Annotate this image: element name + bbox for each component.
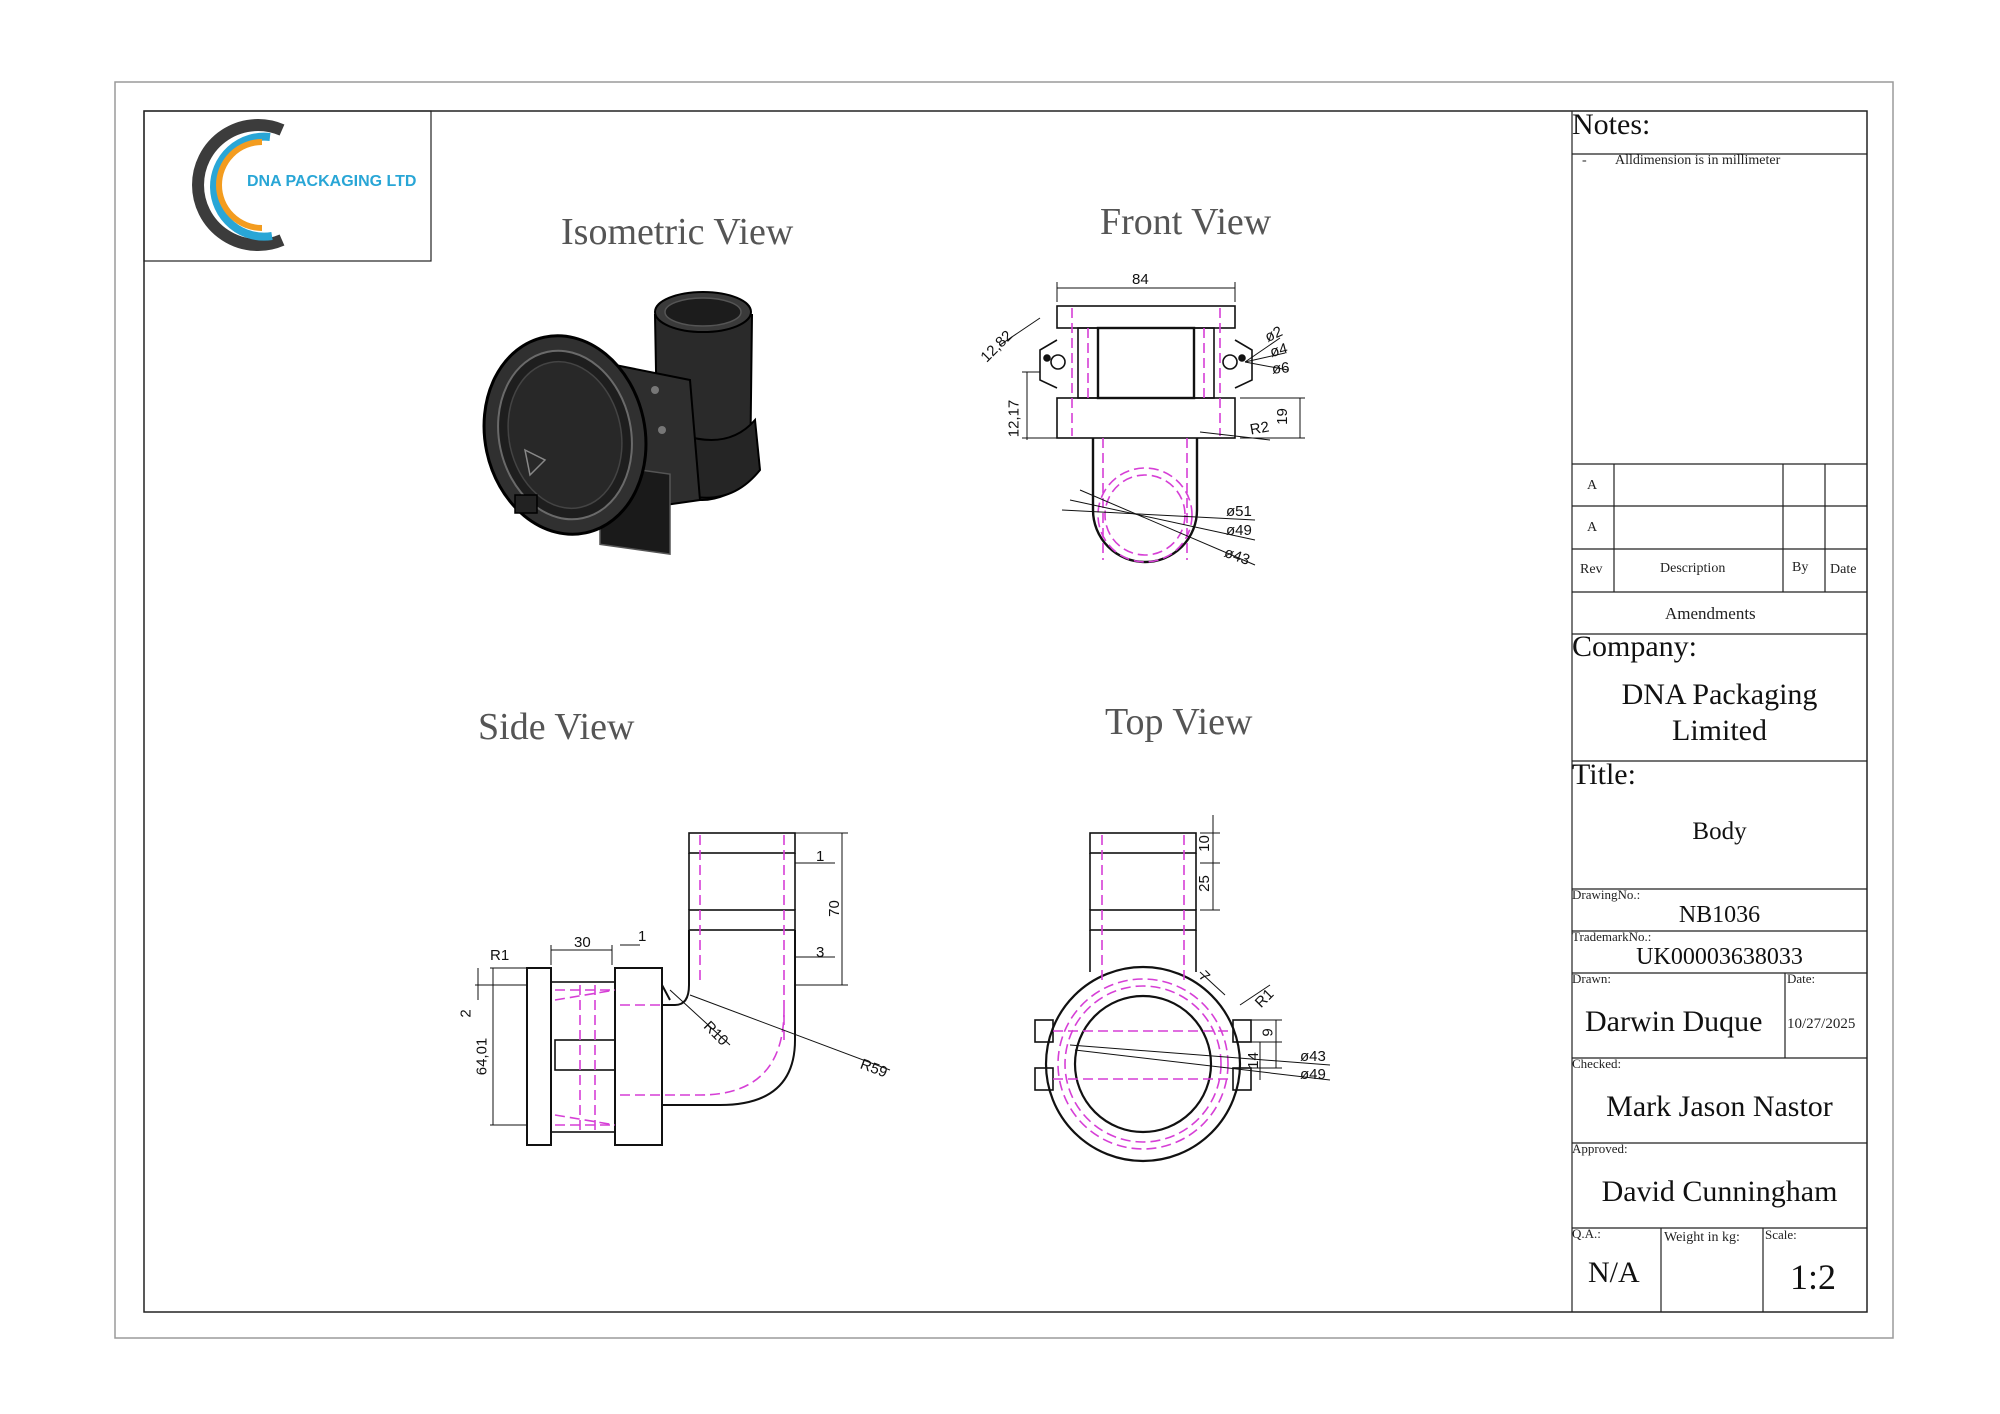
approved-label: Approved: <box>1572 1141 1628 1156</box>
qa-label: Q.A.: <box>1572 1226 1601 1241</box>
rev-header-description: Description <box>1660 561 1726 576</box>
drawn-by-value: Darwin Duque <box>1585 1005 1763 1038</box>
dim-label: R1 <box>490 947 510 964</box>
dim-label: 19 <box>1273 408 1291 425</box>
dim-label: 12,17 <box>1005 399 1023 438</box>
drawing-no-value: NB1036 <box>1678 902 1761 928</box>
front-view-drawing <box>999 282 1305 566</box>
note-text: Alldimension is in millimeter <box>1615 153 1781 168</box>
drawing-no-label: DrawingNo.: <box>1572 887 1641 902</box>
isometric-view-title: Isometric View <box>561 211 794 253</box>
logo-text: DNA PACKAGING LTD <box>247 173 417 190</box>
dim-label: ø6 <box>1271 359 1291 378</box>
title-label: Title: <box>1572 758 1636 791</box>
dim-label: ø51 <box>1226 503 1252 520</box>
dim-label: 30 <box>574 934 591 951</box>
checked-label: Checked: <box>1572 1056 1622 1071</box>
trademark-label: TrademarkNo.: <box>1572 929 1652 944</box>
company-name-line1: DNA Packaging <box>1621 678 1818 711</box>
dim-label: 64,01 <box>473 1037 491 1076</box>
drawn-label: Drawn: <box>1572 971 1611 986</box>
dim-label: 1 <box>638 928 647 945</box>
dim-label: 70 <box>825 900 843 917</box>
inner-border <box>143 110 1868 1313</box>
rev-row-2: A <box>1587 520 1598 535</box>
dim-label: 14 <box>1244 1052 1262 1069</box>
dim-label: R2 <box>1248 418 1271 439</box>
scale-value: 1:2 <box>1790 1257 1837 1297</box>
notes-label: Notes: <box>1572 108 1651 141</box>
title-value: Body <box>1692 818 1747 845</box>
dim-label: 84 <box>1132 271 1149 288</box>
trademark-no-value: UK00003638033 <box>1636 944 1803 970</box>
rev-row-1: A <box>1587 478 1598 493</box>
company-label: Company: <box>1572 630 1697 663</box>
dim-label: 9 <box>1259 1028 1277 1037</box>
rev-header-date: Date <box>1830 562 1857 577</box>
weight-label: Weight in kg: <box>1664 1230 1740 1245</box>
qa-value: N/A <box>1588 1256 1640 1289</box>
side-view-title: Side View <box>478 706 635 748</box>
front-view-title: Front View <box>1100 201 1272 243</box>
rev-header-by: By <box>1792 560 1809 575</box>
rev-header-rev: Rev <box>1580 562 1603 577</box>
date-value: 10/27/2025 <box>1787 1016 1856 1032</box>
amendments-label: Amendments <box>1665 604 1756 623</box>
date-label: Date: <box>1787 971 1816 986</box>
top-view-drawing <box>1034 815 1331 1163</box>
dim-label: 1 <box>816 848 825 865</box>
dim-label: ø49 <box>1226 522 1252 539</box>
checked-by-value: Mark Jason Nastor <box>1606 1090 1833 1123</box>
note-bullet: - <box>1582 153 1587 168</box>
side-view-drawing <box>475 832 891 1146</box>
dim-label: ø43 <box>1300 1048 1326 1065</box>
isometric-view-drawing <box>482 291 762 556</box>
approved-by-value: David Cunningham <box>1601 1175 1838 1208</box>
company-logo <box>143 110 432 262</box>
title-block-grid <box>1571 111 1867 1312</box>
company-name-line2: Limited <box>1672 714 1767 747</box>
dim-label: 25 <box>1195 875 1213 892</box>
dim-label: 10 <box>1195 835 1213 852</box>
outer-border <box>114 81 1894 1339</box>
top-view-title: Top View <box>1105 701 1253 743</box>
dim-label: ø49 <box>1300 1066 1326 1083</box>
scale-label: Scale: <box>1765 1227 1797 1242</box>
dim-label: 2 <box>457 1009 475 1018</box>
dim-label: 3 <box>816 944 825 961</box>
